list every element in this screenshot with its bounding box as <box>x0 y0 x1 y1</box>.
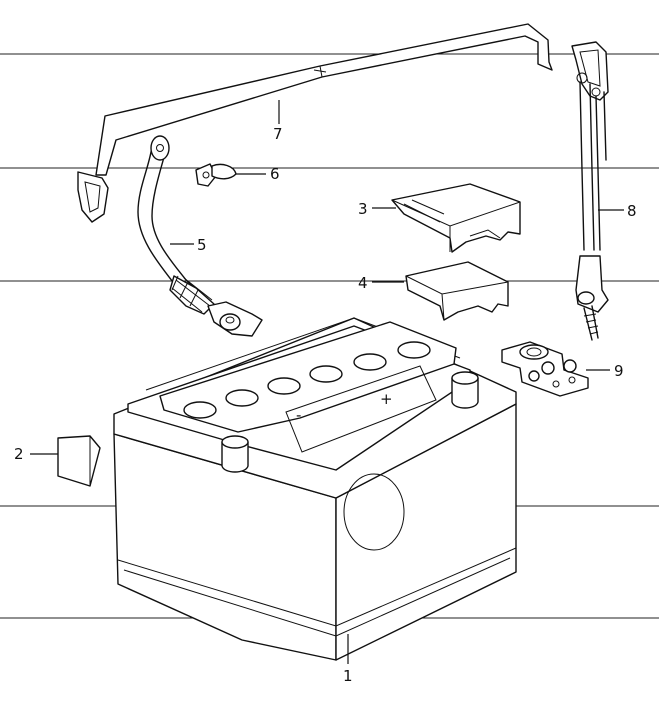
battery-plus-mark: + <box>380 390 393 408</box>
callout-7: 7 <box>273 125 283 143</box>
sealing-pad <box>57 435 101 487</box>
terminal-cover-small <box>405 261 509 321</box>
wing-screw <box>195 163 237 187</box>
terminal-cover-large <box>391 183 521 253</box>
callout-2: 2 <box>14 445 24 463</box>
callout-1: 1 <box>343 667 353 685</box>
terminal-clamp <box>501 341 589 397</box>
callout-5: 5 <box>197 236 207 254</box>
hold-down-strap <box>77 23 553 223</box>
terminal-posts <box>221 371 479 473</box>
callout-3: 3 <box>358 200 368 218</box>
callout-6: 6 <box>270 165 280 183</box>
callout-8: 8 <box>627 202 637 220</box>
ground-cable <box>571 41 609 341</box>
earth-strap-cable <box>137 135 263 337</box>
leader-lines <box>30 100 624 664</box>
callout-9: 9 <box>614 362 624 380</box>
callout-4: 4 <box>358 274 368 292</box>
callout-labels: 1 2 3 4 5 6 7 8 9 <box>14 125 637 685</box>
cell-caps <box>183 341 431 419</box>
battery-minus-mark: - <box>296 406 301 424</box>
battery: + - <box>113 317 517 661</box>
